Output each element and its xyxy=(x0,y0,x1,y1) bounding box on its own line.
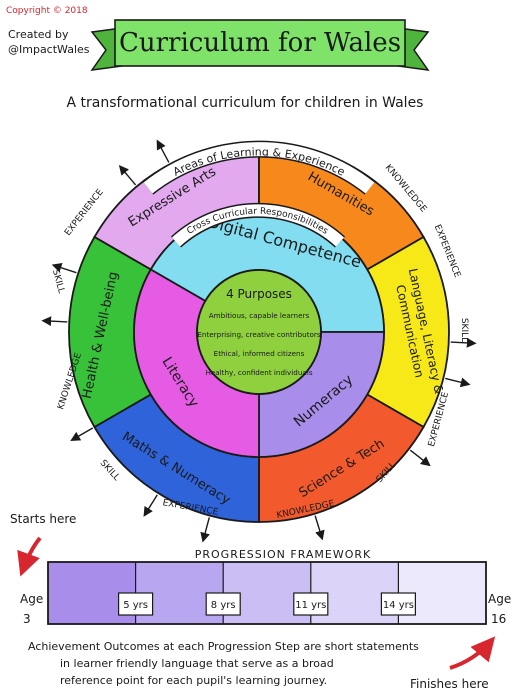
step-label-1: 8 yrs xyxy=(211,600,236,611)
purpose-item-3: Healthy, confident individuals xyxy=(205,368,312,377)
finishes-here-label: Finishes here xyxy=(410,677,489,691)
outward-arrow-10 xyxy=(118,165,137,186)
note-line-3: reference point for each pupil's learnin… xyxy=(60,674,327,687)
step-box-0 xyxy=(117,592,154,616)
step-box-1 xyxy=(205,592,241,616)
step-box-2 xyxy=(293,592,329,616)
step-label-2: 11 yrs xyxy=(295,600,326,611)
outward-arrow-4 xyxy=(314,515,325,541)
purpose-item-1: Enterprising, creative contributors xyxy=(197,330,321,339)
arrow-label-2: SKILL xyxy=(459,318,469,342)
age-end-word: Age xyxy=(488,592,511,606)
starts-here-label: Starts here xyxy=(10,512,76,526)
note-line-1: Achievement Outcomes at each Progression… xyxy=(28,640,419,653)
title-banner: Curriculum for Wales xyxy=(90,19,430,71)
credit-line-1: Created by xyxy=(8,28,69,41)
outward-arrow-2 xyxy=(445,377,471,388)
start-arrow xyxy=(17,536,42,577)
progression-bar-outline xyxy=(47,561,487,625)
note-line-2: in learner friendly language that serve … xyxy=(60,657,334,670)
outward-arrow-7 xyxy=(70,427,94,441)
purpose-item-2: Ethical, informed citizens xyxy=(214,349,305,358)
outward-arrow-9 xyxy=(51,263,77,274)
title-text: Curriculum for Wales xyxy=(119,28,401,58)
outward-arrow-6 xyxy=(143,494,158,517)
purpose-item-0: Ambitious, capable learners xyxy=(209,311,310,320)
arrow-label-7: SKILL xyxy=(98,458,122,483)
step-label-3: 14 yrs xyxy=(383,600,414,611)
progression-title: PROGRESSION FRAMEWORK xyxy=(195,548,372,561)
outward-arrow-3 xyxy=(409,449,431,467)
credit-line-2: @ImpactWales xyxy=(8,43,90,56)
outward-arrow-5 xyxy=(200,517,210,543)
purposes-circle xyxy=(196,269,322,395)
progression-bar: 5 yrs 8 yrs 11 yrs 14 yrs xyxy=(47,561,487,625)
purposes-title: 4 Purposes xyxy=(226,287,292,301)
finish-arrow xyxy=(449,636,496,670)
step-box-3 xyxy=(380,592,416,616)
subtitle-text: A transformational curriculum for childr… xyxy=(67,95,424,111)
copyright-text: Copyright © 2018 xyxy=(6,6,88,16)
age-start-word: Age xyxy=(20,592,43,606)
age-start-value: 3 xyxy=(23,612,31,626)
arrow-label-9: SKILL xyxy=(50,268,66,294)
outward-arrow-1 xyxy=(450,338,477,348)
outward-arrow-0 xyxy=(156,139,170,163)
age-end-value: 16 xyxy=(491,612,506,626)
step-label-0: 5 yrs xyxy=(123,600,148,611)
outward-arrow-8 xyxy=(41,316,68,326)
